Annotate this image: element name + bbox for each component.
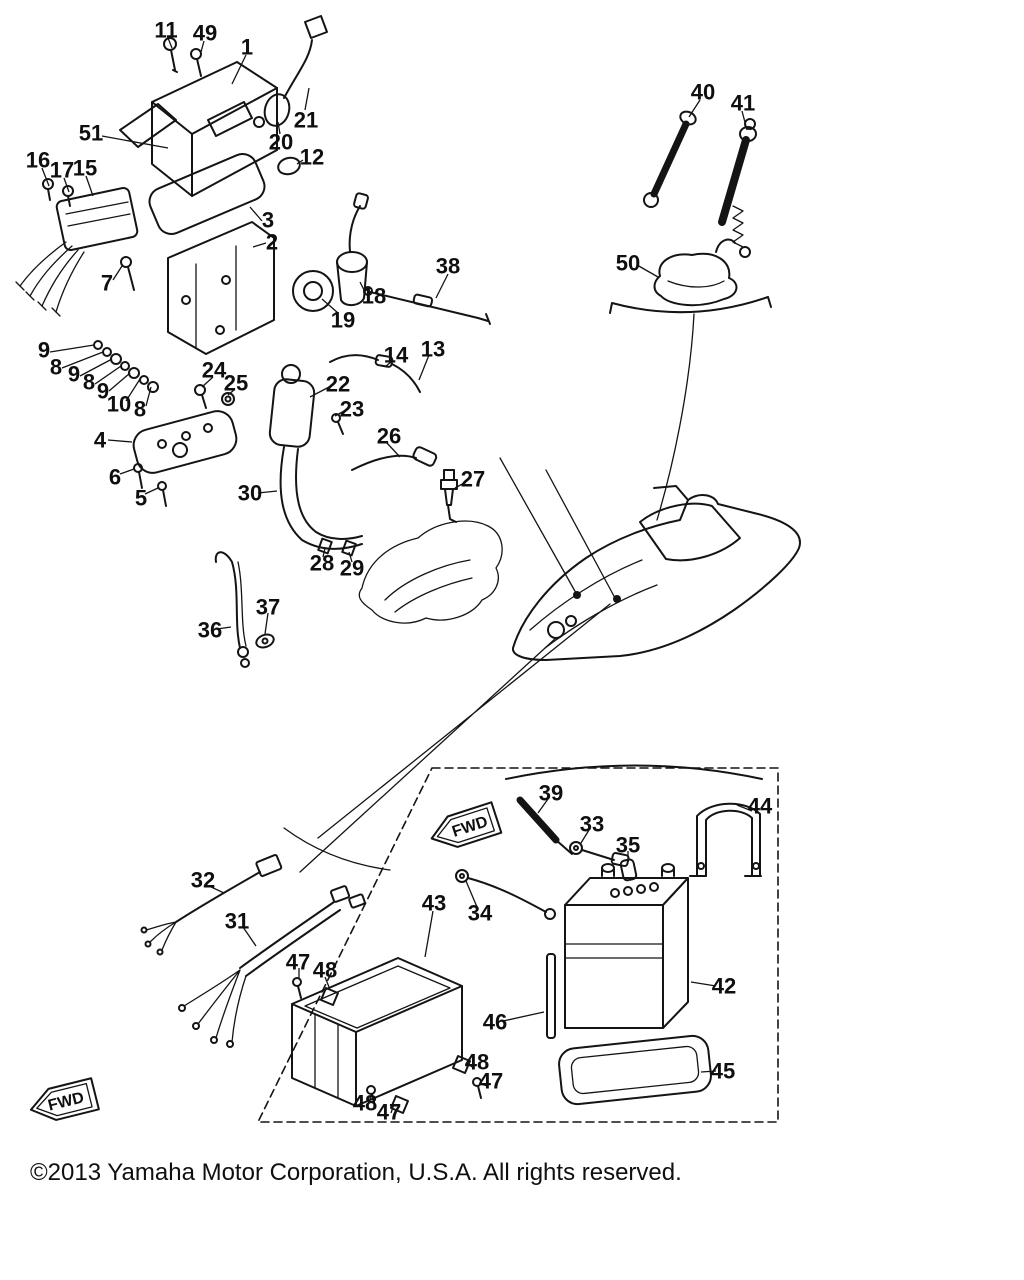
engine-outline — [358, 520, 503, 624]
callout-label: 24 — [202, 358, 227, 383]
callout-label: 17 — [50, 158, 74, 183]
battery — [564, 863, 689, 1029]
battery-band — [689, 802, 762, 877]
battery-gasket — [558, 1034, 712, 1106]
callout-label: 47 — [377, 1100, 401, 1125]
fwd-sign-box: FWD — [430, 801, 503, 848]
callout-label: 9 — [68, 362, 80, 387]
watercraft-hull — [512, 485, 801, 661]
callout-label: 5 — [135, 486, 147, 511]
screw-icon — [163, 37, 202, 77]
callout-label: 48 — [465, 1050, 489, 1075]
callout-label: 12 — [300, 145, 324, 170]
damper-plate — [132, 410, 238, 507]
callout-label: 47 — [286, 950, 310, 975]
copyright-text: ©2013 Yamaha Motor Corporation, U.S.A. A… — [30, 1159, 682, 1186]
callout-label: 46 — [483, 1010, 507, 1035]
callout-label: 9 — [97, 379, 109, 404]
callout-label: 26 — [377, 424, 401, 449]
callout-label: 13 — [421, 337, 445, 362]
callout-label: 32 — [191, 868, 215, 893]
callout-label: 33 — [580, 812, 604, 837]
callout-label: 28 — [310, 551, 334, 576]
callout-label: 35 — [616, 833, 640, 858]
callout-label: 38 — [436, 254, 460, 279]
callout-label: 8 — [50, 355, 62, 380]
washer-set — [93, 340, 235, 409]
callout-label: 6 — [109, 465, 121, 490]
callout-label: 49 — [193, 21, 217, 46]
callout-label: 22 — [326, 372, 350, 397]
callout-label: 3 — [262, 208, 274, 233]
battery-leads — [455, 796, 638, 920]
spark-plug — [440, 469, 458, 523]
callout-label: 36 — [198, 618, 222, 643]
callout-label: 29 — [340, 556, 364, 581]
callout-label: 51 — [79, 121, 103, 146]
box-clips-and-bolts — [292, 977, 482, 1114]
callout-label: 8 — [134, 397, 146, 422]
callout-label: 4 — [94, 428, 107, 453]
callout-label: 15 — [73, 156, 97, 181]
callout-label: 25 — [224, 371, 248, 396]
callout-label: 18 — [362, 284, 386, 309]
callout-label: 9 — [38, 338, 50, 363]
callout-label: 30 — [238, 481, 262, 506]
wire-harness — [140, 854, 366, 1048]
callout-label: 16 — [26, 148, 50, 173]
callout-leader-lines — [41, 37, 753, 1114]
callout-label: 23 — [340, 397, 364, 422]
callout-label: 41 — [731, 91, 755, 116]
callout-label: 48 — [313, 958, 337, 983]
fwd-sign-bottom: FWD — [29, 1077, 100, 1121]
rectifier-unit — [15, 178, 139, 317]
fwd-label: FWD — [46, 1089, 85, 1114]
callout-label: 44 — [748, 794, 773, 819]
stop-switch-cable — [363, 286, 491, 325]
callout-label: 47 — [479, 1069, 503, 1094]
callout-label: 20 — [269, 130, 293, 155]
callout-label: 11 — [154, 18, 177, 43]
tool-bag — [609, 238, 772, 314]
callout-label: 39 — [539, 781, 563, 806]
charge-coil — [292, 192, 369, 312]
mount-bracket — [167, 221, 275, 355]
callout-label: 1 — [241, 35, 253, 60]
callout-label: 7 — [101, 271, 113, 296]
callout-label: 34 — [468, 901, 493, 926]
location-lines — [283, 313, 695, 873]
callout-label: 27 — [461, 467, 485, 492]
ignition-coil — [268, 354, 421, 557]
callout-label: 42 — [712, 974, 736, 999]
callout-label: 14 — [384, 343, 409, 368]
bolt-icon — [120, 256, 135, 291]
plug-wrench-tool — [643, 110, 757, 258]
callout-label: 19 — [331, 308, 355, 333]
breather-hose — [214, 551, 275, 668]
cdi-unit — [119, 61, 278, 197]
callout-label: 48 — [353, 1091, 377, 1116]
spark-plug-lead — [351, 446, 438, 471]
callout-label: 45 — [711, 1059, 735, 1084]
battery-box — [291, 957, 463, 1107]
callout-label: 21 — [294, 108, 318, 133]
callout-label: 31 — [225, 909, 249, 934]
callout-label: 8 — [83, 370, 95, 395]
callout-label: 10 — [107, 392, 131, 417]
callout-label: 37 — [256, 595, 280, 620]
grommet-and-lead-wire — [263, 15, 328, 176]
battery-vent-tube — [546, 953, 556, 1039]
callout-label: 40 — [691, 80, 715, 105]
callout-label: 50 — [616, 251, 640, 276]
callout-label: 43 — [422, 891, 446, 916]
gasket — [148, 152, 266, 236]
battery-section-boundary — [257, 764, 779, 1123]
callout-label: 2 — [266, 230, 278, 255]
